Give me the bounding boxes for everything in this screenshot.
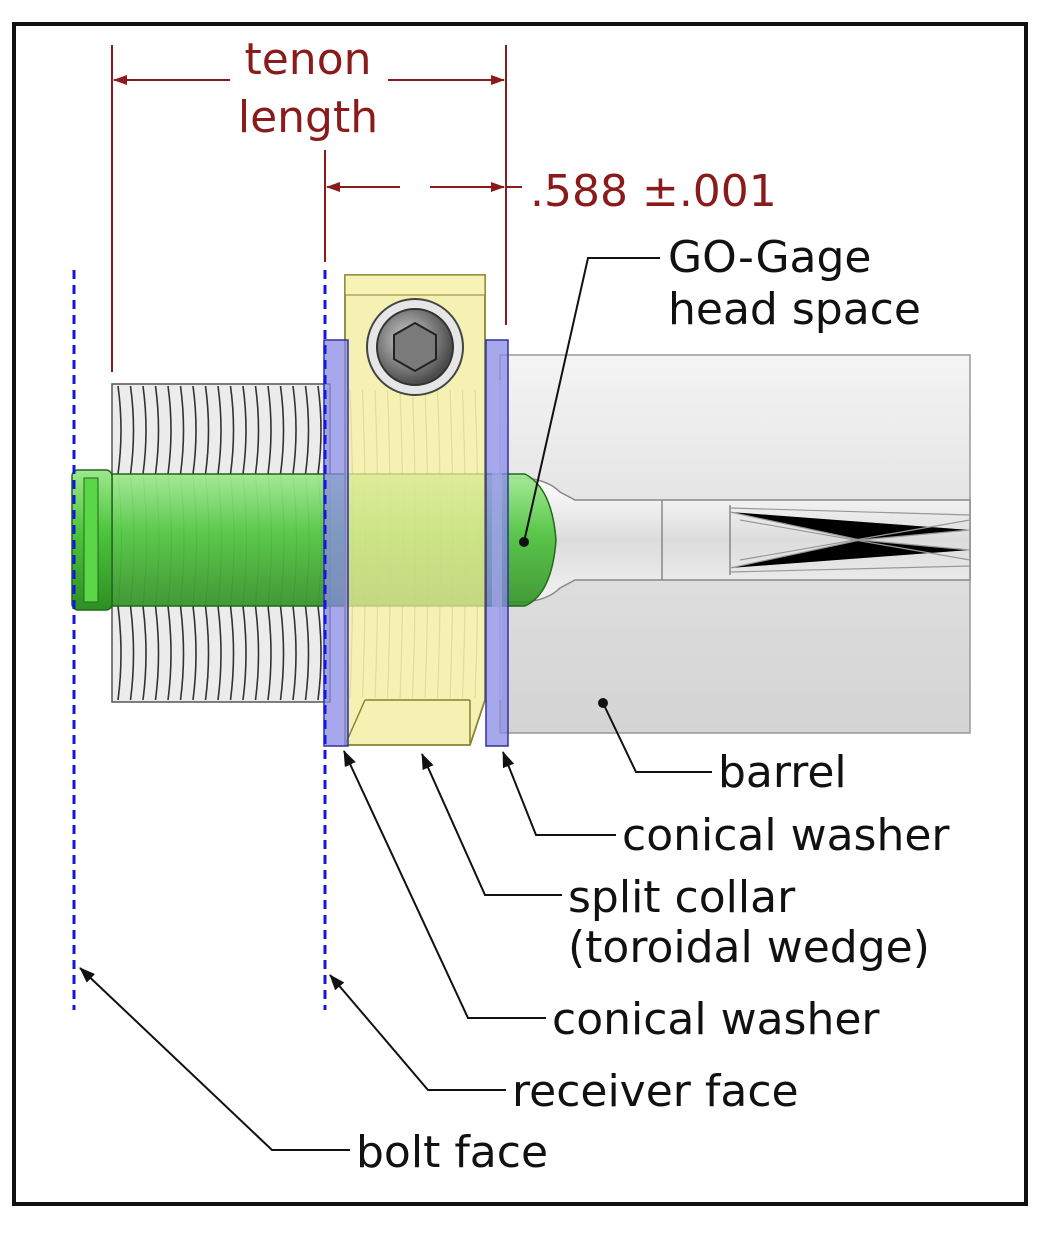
bolt-face-callout: bolt face [79,967,548,1178]
split-collar-callout: split collar (toroidal wedge) [421,753,930,973]
conical-washer-right-callout: conical washer [502,751,950,861]
hex-socket-icon [393,321,437,373]
headspace-value: .588 ±.001 [530,166,777,217]
go-gage-callout: GO-Gage head space [519,232,921,547]
tenon-length-dimension: tenon length [111,34,507,372]
headspace-dimension: .588 ±.001 [324,150,777,262]
barrel-label: barrel [718,747,847,798]
conical-washer-left-callout: conical washer [343,750,880,1045]
conical-washer-right-label: conical washer [622,810,950,861]
rifling [729,507,971,573]
conical-washer-left [323,339,349,747]
tenon-label-line2: length [238,92,378,143]
conical-washer-left-label: conical washer [552,994,880,1045]
split-collar-label-line2: (toroidal wedge) [568,922,930,973]
split-collar-label-line1: split collar [568,872,796,923]
bolt-face-label: bolt face [356,1127,548,1178]
go-gage-label-line2: head space [668,284,921,335]
go-gage-label-line1: GO-Gage [668,232,872,283]
tenon-label-line1: tenon [244,34,371,85]
receiver-face-label: receiver face [512,1066,799,1117]
barrel-callout: barrel [598,698,847,798]
receiver-face-callout: receiver face [329,974,799,1117]
